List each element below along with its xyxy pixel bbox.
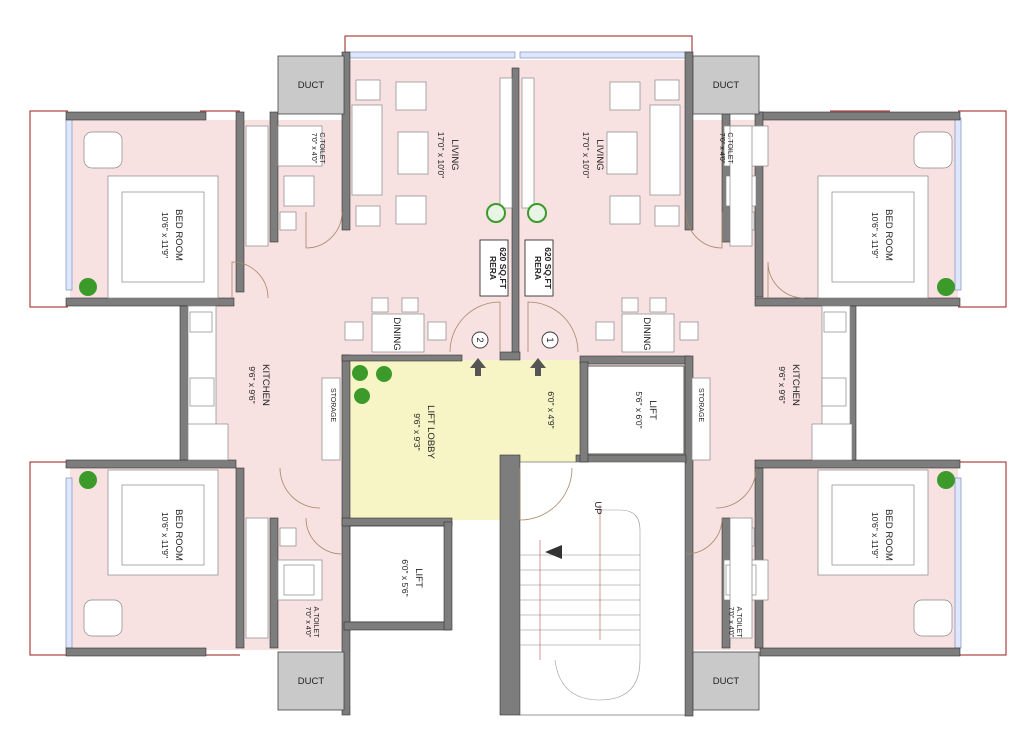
duct-br [692, 651, 760, 711]
passage-dims: 6'0" x 4'9" [546, 391, 556, 428]
duct-label: DUCT [298, 676, 325, 687]
room-name: LIVING [594, 139, 605, 170]
flat-number: 1 [544, 337, 555, 342]
room-name: DINING [641, 317, 652, 350]
plant-icon [937, 471, 955, 489]
room-dims: 7'0" x 4'0" [727, 607, 734, 638]
duct-bl [277, 651, 345, 711]
room-name: LIFT [647, 400, 658, 420]
plant-icon [486, 203, 506, 223]
room-name: KITCHEN [260, 364, 271, 406]
stair-up-label: UP [592, 501, 603, 514]
room-dims: 7'0" x 4'0" [718, 133, 725, 164]
duct-label: DUCT [713, 80, 740, 91]
room-name: KITCHEN [790, 364, 801, 406]
room-dims: 7'0" x 4'0" [304, 607, 311, 638]
duct-tl [277, 55, 345, 115]
plant-icon [79, 278, 97, 296]
room-dims: 9'6" x 9'6" [777, 366, 787, 403]
room-dims: 9'6" x 9'6" [247, 366, 257, 403]
room-name: C.TOILET [726, 132, 733, 164]
lifts-stair [343, 361, 686, 716]
entry-arrow-icon [530, 358, 546, 376]
room-name: LIFT LOBBY [425, 405, 436, 459]
duct-label: DUCT [298, 80, 325, 91]
room-dims: 5'6" x 6'0" [634, 391, 644, 428]
room-name: STORAGE [329, 388, 336, 422]
plant-icon [376, 366, 392, 382]
flat-number-circle [541, 331, 559, 349]
flat-number-circle [471, 331, 489, 349]
room-name: LIVING [449, 139, 460, 170]
room-dims: 17'0" x 10'0" [436, 132, 446, 179]
flat-markers: 2 1 [470, 331, 559, 376]
duct-tr [692, 55, 760, 115]
room-name: BED ROOM [883, 209, 894, 261]
room-dims: 17'0" x 10'0" [581, 132, 591, 179]
rera-area: 620 SQ.FT [498, 247, 508, 289]
plant-icon [352, 365, 368, 381]
room-labels: LIVING 17'0" x 10'0" LIVING 17'0" x 10'0… [160, 132, 894, 639]
plant-icon [527, 203, 547, 223]
room-name: STORAGE [697, 388, 704, 422]
plant-icon [79, 471, 97, 489]
plant-icon [354, 388, 370, 404]
balcony-outlines [29, 35, 1007, 656]
entry-arrow-icon [470, 358, 486, 376]
room-dims: 10'6" x 11'9" [160, 212, 170, 258]
plant-icon [937, 278, 955, 296]
ducts: DUCT DUCT DUCT DUCT [277, 55, 760, 711]
plants [79, 203, 955, 489]
room-dims: 10'6" x 11'9" [870, 512, 880, 558]
room-name: BED ROOM [173, 509, 184, 561]
room-name: A.TOILET [735, 607, 742, 639]
room-dims: 6'0" x 5'6" [400, 559, 410, 596]
rera-label: RERA [488, 256, 498, 280]
rera-area: 620 SQ.FT [543, 247, 553, 289]
room-name: BED ROOM [173, 209, 184, 261]
door-swings [231, 211, 805, 555]
rera-boxes: RERA 620 SQ.FT RERA 620 SQ.FT [479, 239, 554, 297]
walls [65, 51, 961, 717]
room-name: DINING [391, 317, 402, 350]
lift-right-shaft [585, 365, 685, 455]
rera-label: RERA [533, 256, 543, 280]
room-dims: 7'0" x 4'0" [310, 133, 317, 164]
room-name: BED ROOM [883, 509, 894, 561]
room-name: C.TOILET [318, 132, 325, 164]
duct-label: DUCT [713, 676, 740, 687]
room-dims: 10'6" x 11'9" [870, 212, 880, 258]
room-name: LIFT [413, 568, 424, 588]
room-name: A.TOILET [312, 607, 319, 639]
furniture [83, 77, 953, 639]
room-dims: 10'6" x 11'9" [160, 512, 170, 558]
room-dims: 9'6" x 9'3" [412, 413, 422, 450]
flat-number: 2 [474, 337, 485, 342]
lift-bottom-shaft [349, 525, 447, 623]
